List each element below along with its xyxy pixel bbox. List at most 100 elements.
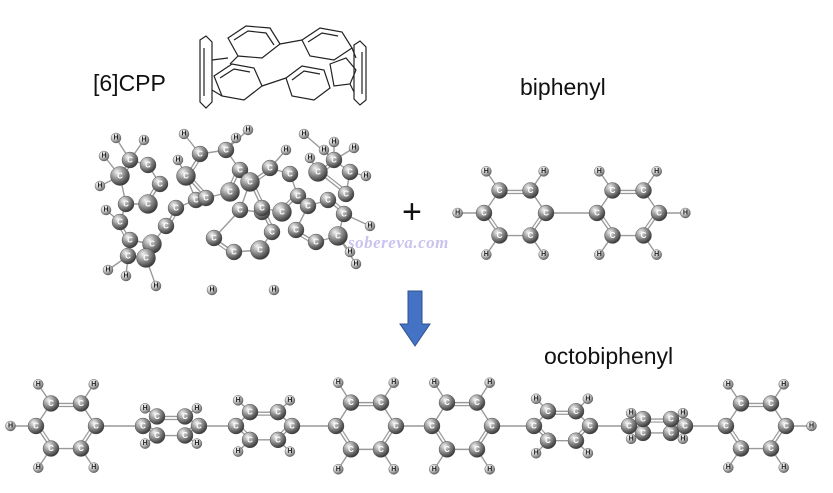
hydrogen-atom: H <box>172 154 184 166</box>
carbon-atom: C <box>72 395 90 412</box>
hydrogen-atom: H <box>98 150 110 162</box>
carbon-atom: C <box>287 221 305 239</box>
watermark: sobereva.com <box>348 233 449 252</box>
carbon-atom: C <box>205 229 223 247</box>
svg-text:H: H <box>283 147 288 154</box>
svg-text:H: H <box>36 381 41 388</box>
carbon-atom: C <box>87 417 105 435</box>
svg-text:C: C <box>444 398 450 407</box>
carbon-atom: C <box>308 162 328 182</box>
svg-text:H: H <box>101 153 106 160</box>
carbon-atom: C <box>539 432 557 449</box>
svg-text:C: C <box>497 186 503 195</box>
svg-text:H: H <box>236 448 241 455</box>
carbon-atom: C <box>581 417 599 435</box>
svg-text:C: C <box>594 209 600 218</box>
svg-text:C: C <box>497 231 503 240</box>
hydrogen-atom: H <box>538 166 549 177</box>
svg-text:C: C <box>656 209 662 218</box>
hydrogen-atom: H <box>364 220 376 232</box>
svg-text:H: H <box>287 397 292 404</box>
svg-text:H: H <box>654 251 659 258</box>
hydrogen-atom: H <box>268 284 280 296</box>
carbon-atom: C <box>190 417 208 435</box>
hydrogen-atom: H <box>304 152 316 164</box>
carbon-atom: C <box>197 189 215 207</box>
svg-text:H: H <box>487 379 492 386</box>
svg-text:C: C <box>145 161 151 170</box>
svg-text:H: H <box>351 145 356 152</box>
hydrogen-atom: H <box>5 420 16 432</box>
hydrogen-atom: H <box>242 124 254 136</box>
carbon-atom: C <box>261 159 279 177</box>
carbon-atom: C <box>241 403 259 421</box>
svg-text:C: C <box>295 192 301 201</box>
hydrogen-atom: H <box>150 280 162 292</box>
svg-text:H: H <box>680 435 685 442</box>
svg-text:C: C <box>259 204 265 213</box>
hydrogen-atom: H <box>350 258 362 270</box>
svg-text:C: C <box>117 172 123 181</box>
carbon-atom: C <box>289 187 307 205</box>
svg-text:C: C <box>48 399 54 408</box>
carbon-atom: C <box>227 417 245 435</box>
carbon-atom: C <box>604 182 621 199</box>
svg-text:C: C <box>279 208 285 217</box>
svg-text:H: H <box>353 261 358 268</box>
svg-text:H: H <box>236 397 241 404</box>
hydrogen-atom: H <box>333 377 344 388</box>
svg-text:C: C <box>313 238 319 247</box>
svg-text:H: H <box>367 223 372 230</box>
hydrogen-atom: H <box>120 270 132 282</box>
svg-text:H: H <box>194 440 199 447</box>
svg-text:C: C <box>343 190 349 199</box>
carbon-atom: C <box>253 199 271 217</box>
svg-text:H: H <box>781 464 786 471</box>
svg-text:C: C <box>275 435 281 444</box>
carbon-atom: C <box>319 191 337 209</box>
plus-sign: + <box>402 193 422 231</box>
svg-text:C: C <box>182 431 188 440</box>
carbon-atom: C <box>762 440 780 457</box>
svg-text:H: H <box>91 381 96 388</box>
svg-text:H: H <box>534 395 539 402</box>
carbon-atom: C <box>676 417 694 435</box>
carbon-atom: C <box>299 197 317 215</box>
carbon-atom: C <box>250 240 270 260</box>
svg-text:C: C <box>444 445 450 454</box>
svg-text:C: C <box>341 210 347 219</box>
hydrogen-atom: H <box>723 462 734 473</box>
svg-text:C: C <box>223 146 229 155</box>
svg-text:H: H <box>629 435 634 442</box>
carbon-atom: C <box>269 403 287 421</box>
svg-text:H: H <box>726 381 731 388</box>
hydrogen-atom: H <box>88 379 99 390</box>
hydrogen-atom: H <box>429 464 440 475</box>
carbon-atom: C <box>148 427 166 444</box>
svg-text:H: H <box>585 395 590 402</box>
svg-text:H: H <box>181 131 186 138</box>
hydrogen-atom: H <box>530 448 542 459</box>
hydrogen-atom: H <box>344 246 356 258</box>
svg-text:H: H <box>143 440 148 447</box>
hydrogen-atom: H <box>102 264 114 276</box>
carbon-atom: C <box>635 227 652 244</box>
svg-text:C: C <box>783 422 789 431</box>
hydrogen-atom: H <box>33 462 44 473</box>
carbon-atom: C <box>635 182 652 199</box>
carbon-atom: C <box>42 440 60 457</box>
svg-text:C: C <box>173 204 179 213</box>
svg-text:H: H <box>541 251 546 258</box>
carbon-atom: C <box>662 410 680 428</box>
carbon-atom: C <box>475 204 493 222</box>
carbon-atom: C <box>537 204 555 222</box>
svg-text:H: H <box>209 287 214 294</box>
svg-text:C: C <box>197 150 203 159</box>
svg-text:C: C <box>682 422 688 431</box>
hydrogen-atom: H <box>284 395 296 406</box>
carbon-atom: C <box>335 205 353 223</box>
carbon-atom: C <box>328 226 348 246</box>
carbon-atom: C <box>732 440 750 457</box>
svg-text:C: C <box>269 228 275 237</box>
